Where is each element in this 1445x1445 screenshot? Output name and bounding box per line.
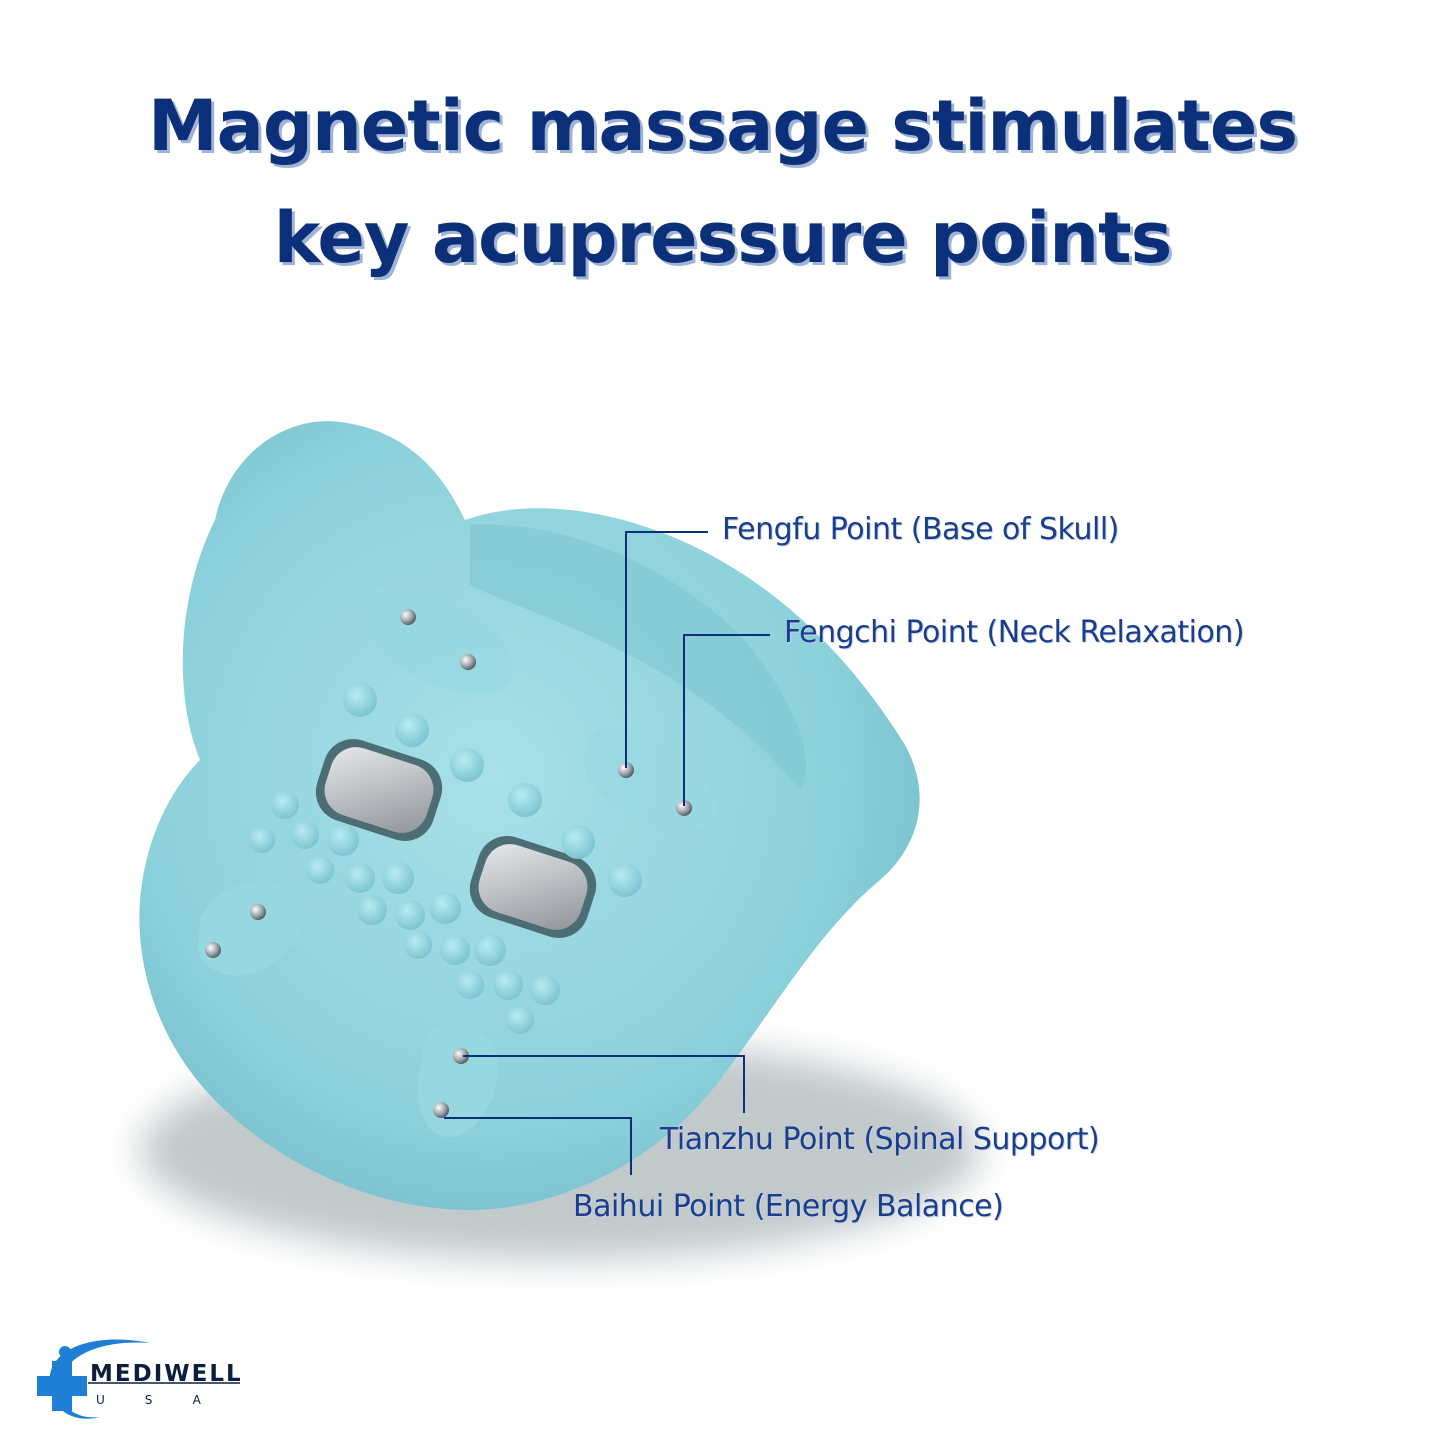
acupressure-pins [205, 609, 692, 1118]
headline-line-1: Magnetic massage stimulates [147, 85, 1298, 167]
headline: Magnetic massage stimulates key acupress… [0, 70, 1445, 294]
fengchi-label: Fengchi Point (Neck Relaxation) [784, 615, 1245, 650]
left-pad [198, 881, 305, 976]
baihui-leader [444, 1117, 632, 1175]
mediwell-logo [37, 1339, 240, 1419]
massage-bumps [249, 683, 642, 1034]
tianzhu-leader [463, 1055, 745, 1113]
logo-swoosh-icon [49, 1339, 150, 1419]
headline-line-2: key acupressure points [273, 197, 1173, 279]
fengchi-leader [683, 634, 770, 806]
baihui-label: Baihui Point (Energy Balance) [573, 1189, 1004, 1224]
leader-lines [444, 531, 770, 1175]
fengfu-leader [625, 531, 708, 768]
magnet-left [315, 739, 443, 841]
brand-name: MEDIWELL [90, 1361, 243, 1387]
fengfu-label: Fengfu Point (Base of Skull) [722, 512, 1119, 547]
logo-dot-icon [59, 1346, 71, 1358]
medical-cross-icon [37, 1361, 87, 1411]
neck-dip [470, 524, 807, 790]
brand-subtitle: USA [96, 1393, 241, 1407]
tianzhu-label: Tianzhu Point (Spinal Support) [660, 1122, 1100, 1157]
magnet-right [469, 836, 597, 938]
